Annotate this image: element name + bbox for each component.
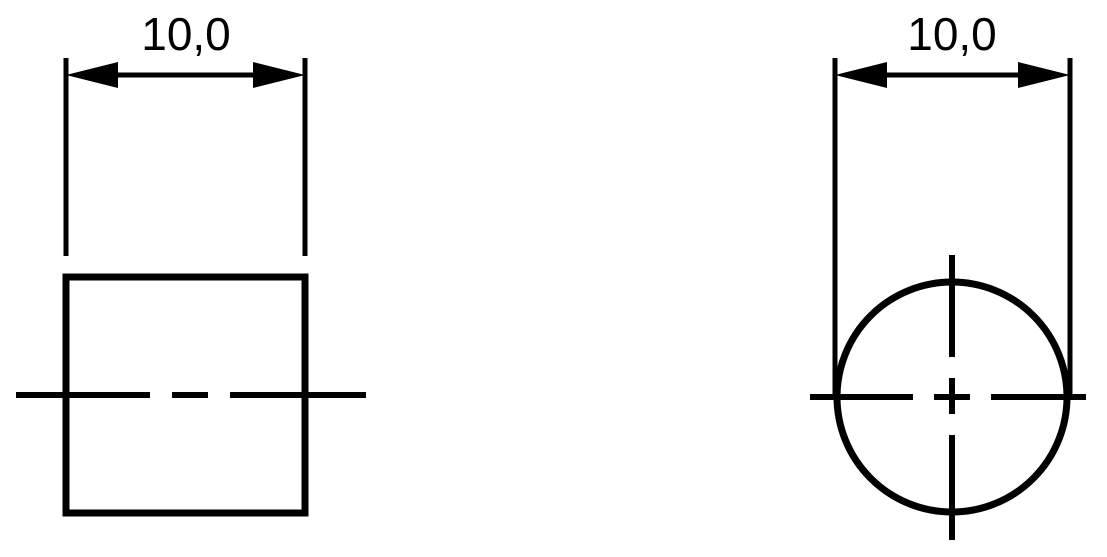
end-view-arrowhead-right (1018, 62, 1070, 88)
end-view-dimension-label: 10,0 (907, 8, 997, 60)
front-view-group: 10,0 (16, 8, 366, 517)
end-view-arrowhead-left (835, 62, 887, 88)
front-view-arrowhead-right (253, 62, 305, 88)
front-view-arrowhead-left (66, 62, 118, 88)
front-view-dimension-label: 10,0 (141, 8, 231, 60)
end-view-group: 10,0 (810, 8, 1086, 540)
